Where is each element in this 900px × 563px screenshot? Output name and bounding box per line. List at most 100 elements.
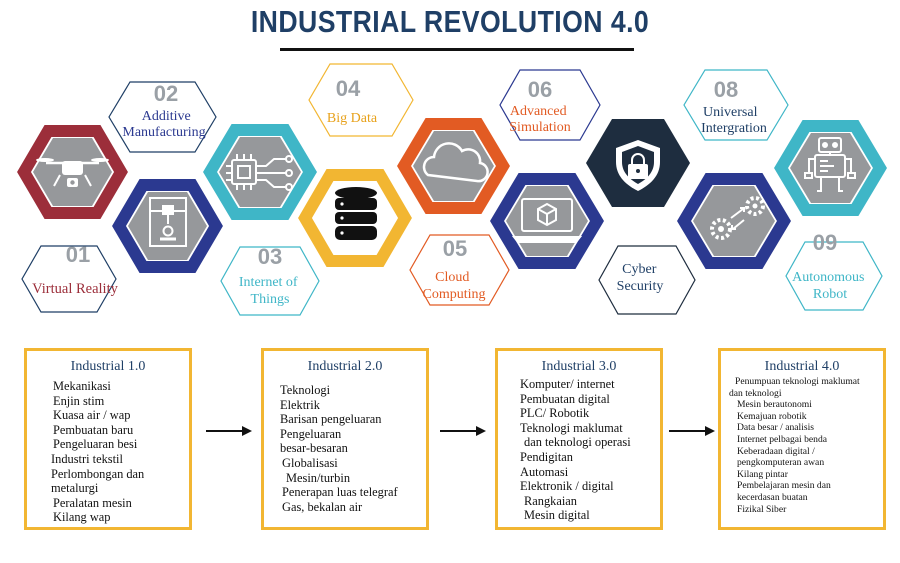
- stage-item: Pengeluaran besi: [53, 437, 138, 452]
- tech-number-02: 02: [154, 81, 178, 106]
- tech-label-09: Autonomous Robot: [792, 270, 868, 302]
- tech-label-03: Internet of Things: [239, 275, 301, 307]
- arrow-3-to-4: [669, 426, 715, 436]
- stage-item: Globalisasi: [282, 455, 338, 470]
- stage-item: Pembuatan digital: [520, 391, 610, 406]
- stage-item: Pembuatan baru: [53, 422, 134, 437]
- stage-item: Mesin/turbin: [286, 470, 351, 485]
- stage-item: Kemajuan robotik: [737, 410, 807, 422]
- icon-hex-integration: [677, 173, 791, 269]
- stage-items: Teknologi Elektrik Barisan pengeluaran P…: [272, 383, 418, 514]
- stage-item: Perlombongan dan: [51, 466, 145, 481]
- arrow-2-to-3: [440, 426, 486, 436]
- laptop-cube-icon: [511, 198, 583, 243]
- gears-icon: [710, 196, 765, 240]
- stage-item: Elektrik: [280, 397, 320, 412]
- tech-number-06: 06: [528, 77, 552, 102]
- database-icon: [335, 187, 377, 240]
- icon-hex-robot: [774, 120, 887, 216]
- drone-icon: [36, 158, 109, 187]
- label-hex-07: Cyber Security: [598, 245, 696, 315]
- stage-items: Komputer/ internet Pembuatan digital PLC…: [506, 377, 652, 523]
- tech-number-08: 08: [714, 77, 738, 102]
- icon-hex-additive: [112, 179, 223, 273]
- shield-lock-icon: [616, 140, 660, 191]
- stage-item: Barisan pengeluaran: [280, 412, 382, 427]
- tech-number-05: 05: [443, 236, 467, 261]
- stage-item: Gas, bekalan air: [282, 499, 363, 514]
- chip-icon: [226, 154, 293, 191]
- stage-item: Penumpuan teknologi maklumat: [735, 376, 860, 387]
- icon-hex-iot: [203, 124, 317, 220]
- stage-title: Industrial 1.0: [70, 359, 146, 374]
- stage-item: Elektronik / digital: [520, 479, 614, 494]
- label-hex-01: 01 Virtual Reality: [21, 242, 119, 313]
- label-hex-05: 05 Cloud Computing: [409, 234, 510, 306]
- stage-box-industrial-3: Industrial 3.0 Komputer/ internet Pembua…: [495, 348, 663, 530]
- robot-icon: [804, 137, 856, 192]
- tech-number-04: 04: [336, 76, 361, 101]
- stage-box-industrial-2: Industrial 2.0 Teknologi Elektrik Barisa…: [261, 348, 429, 530]
- stage-item: Internet pelbagai benda: [737, 433, 828, 445]
- label-hex-09: 09 Autonomous Robot: [785, 230, 883, 311]
- tech-label-05: Cloud Computing: [422, 270, 485, 302]
- stage-box-industrial-4: Industrial 4.0 Penumpuan teknologi maklu…: [718, 348, 886, 530]
- tech-label-02: Additive Manufacturing: [122, 109, 205, 140]
- cloud-icon: [422, 142, 489, 183]
- 3d-printer-icon: [149, 197, 187, 247]
- icon-hex-vr: [17, 125, 128, 219]
- stage-item: kecerdasan buatan: [737, 491, 808, 503]
- stage-item: besar-besaran: [280, 441, 348, 456]
- stage-item: Teknologi: [280, 383, 331, 397]
- tech-label-08: Universal Intergration: [701, 105, 767, 136]
- title-underline: [280, 48, 634, 51]
- stage-item: metalurgi: [51, 481, 99, 496]
- stage-item: Penerapan luas telegraf: [282, 485, 398, 500]
- stage-item: Komputer/ internet: [520, 377, 615, 391]
- stage-item: Mesin digital: [524, 508, 590, 523]
- label-hex-04: 04 Big Data: [308, 63, 414, 137]
- stage-item: Kuasa air / wap: [53, 408, 131, 423]
- stage-title: Industrial 3.0: [541, 359, 617, 374]
- stage-items: Mekanikasi Enjin stim Kuasa air / wap Pe…: [35, 379, 181, 525]
- icon-hex-bigdata: [298, 169, 412, 267]
- technology-hexagons: 01 Virtual Reality 02 Additive Manufactu…: [17, 63, 887, 316]
- tech-number-01: 01: [66, 242, 90, 267]
- stage-item: Enjin stim: [53, 393, 105, 408]
- stage-item: Kilang wap: [53, 510, 111, 525]
- stage-item: Keberadaan digital /: [737, 445, 815, 457]
- label-hex-02: 02 Additive Manufacturing: [108, 81, 217, 153]
- tech-label-06: Advanced Simulation: [509, 104, 570, 135]
- icon-hex-cloud: [397, 118, 510, 214]
- arrow-1-to-2: [206, 426, 252, 436]
- tech-number-09: 09: [813, 230, 837, 255]
- stage-title: Industrial 2.0: [307, 359, 383, 374]
- stage-item: pengkomputeran awan: [737, 457, 825, 469]
- stage-item: Automasi: [520, 464, 569, 479]
- tech-number-03: 03: [258, 244, 282, 269]
- stage-items: Penumpuan teknologi maklumat dan teknolo…: [729, 376, 875, 515]
- tech-label-04: Big Data: [327, 111, 378, 126]
- stage-item: Teknologi maklumat: [520, 420, 623, 435]
- stage-item: Mesin berautonomi: [737, 399, 812, 411]
- stage-item: Data besar / analisis: [737, 422, 814, 434]
- icon-hex-simulation: [490, 173, 604, 269]
- label-hex-03: 03 Internet of Things: [220, 244, 320, 316]
- stage-item: Rangkaian: [524, 493, 577, 508]
- stage-box-industrial-1: Industrial 1.0 Mekanikasi Enjin stim Kua…: [24, 348, 192, 530]
- stage-item: dan teknologi operasi: [524, 435, 631, 450]
- stage-item: dan teknologi: [729, 387, 782, 399]
- stage-title: Industrial 4.0: [764, 359, 840, 374]
- stage-item: Industri tekstil: [51, 451, 123, 466]
- stage-item: Pengeluaran: [280, 426, 342, 441]
- stage-item: Peralatan mesin: [53, 495, 132, 510]
- stage-item: PLC/ Robotik: [520, 406, 590, 421]
- stage-item: Kilang pintar: [737, 468, 788, 480]
- label-hex-outline: [21, 245, 117, 313]
- label-hex-06: 06 Advanced Simulation: [499, 69, 601, 141]
- tech-label-01: Virtual Reality: [32, 281, 118, 297]
- tech-label-07: Cyber Security: [617, 262, 664, 294]
- stage-item: Mekanikasi: [53, 379, 111, 393]
- stage-item: Pendigitan: [520, 449, 573, 464]
- stage-item: Pembelajaran mesin dan: [737, 480, 831, 492]
